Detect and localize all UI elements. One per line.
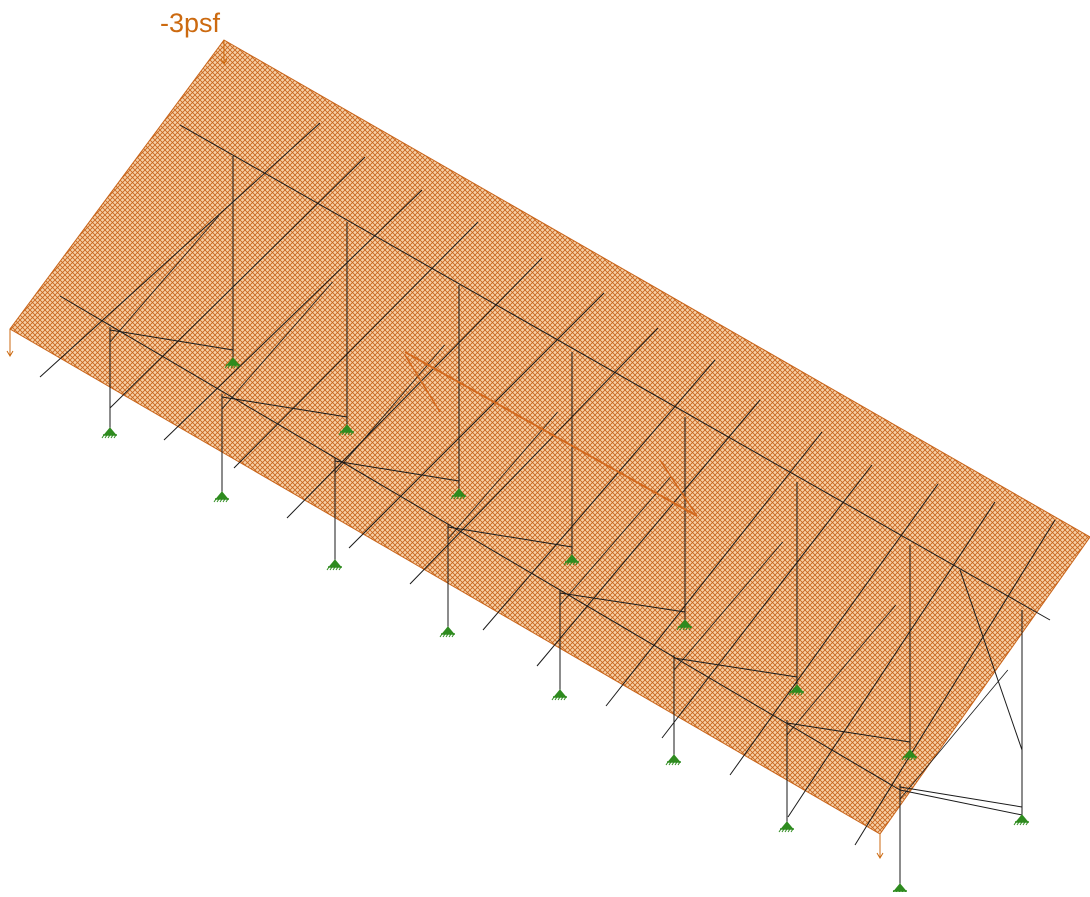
pinned-support-icon[interactable] (665, 754, 681, 766)
purlin-member[interactable] (409, 327, 659, 585)
purlin-member[interactable] (787, 501, 996, 818)
cross-brace[interactable] (447, 411, 558, 540)
down-arrow-icon (6, 329, 14, 357)
pinned-support-icon[interactable] (101, 427, 117, 439)
purlin-member[interactable] (729, 483, 939, 776)
purlin-member[interactable] (39, 122, 321, 378)
knee-brace[interactable] (109, 329, 234, 351)
cross-brace[interactable] (786, 604, 897, 736)
pinned-support-icon[interactable] (676, 619, 692, 631)
knee-brace[interactable] (221, 396, 348, 418)
cross-brace[interactable] (334, 344, 445, 474)
purlin-member[interactable] (286, 257, 543, 519)
down-arrow-icon (220, 40, 228, 65)
knee-brace[interactable] (899, 786, 1023, 808)
knee-brace[interactable] (447, 526, 573, 548)
load-value-label: -3psf (160, 8, 221, 38)
knee-brace[interactable] (334, 460, 460, 482)
pinned-support-icon[interactable] (338, 424, 354, 436)
cross-brace[interactable] (109, 215, 220, 343)
pinned-support-icon[interactable] (551, 689, 567, 701)
cross-brace[interactable] (899, 669, 1009, 800)
pinned-support-icon[interactable] (788, 684, 804, 696)
pinned-support-icon[interactable] (213, 491, 229, 503)
purlin-member[interactable] (536, 399, 761, 667)
cross-brace[interactable] (673, 541, 784, 671)
cross-brace[interactable] (221, 281, 333, 410)
end-brace[interactable] (959, 569, 1023, 751)
roof-load-surface[interactable] (9, 39, 1090, 835)
knee-brace[interactable] (786, 722, 911, 743)
knee-brace[interactable] (559, 592, 686, 613)
purlin-member[interactable] (233, 221, 479, 469)
pinned-support-icon[interactable] (563, 554, 579, 566)
pinned-support-icon[interactable] (1013, 814, 1029, 826)
cross-brace[interactable] (559, 476, 671, 606)
purlin-member[interactable] (163, 189, 423, 441)
pinned-support-icon[interactable] (901, 749, 917, 761)
down-arrow-icon (876, 834, 884, 859)
purlin-member[interactable] (605, 431, 823, 707)
pinned-support-icon[interactable] (439, 626, 455, 638)
selected-member-end[interactable] (659, 459, 698, 517)
purlin-member[interactable] (854, 519, 1056, 846)
purlin-member[interactable] (661, 464, 873, 739)
ridge-beam[interactable] (179, 124, 1051, 621)
pinned-support-icon[interactable] (326, 559, 342, 571)
pinned-support-icon[interactable] (450, 488, 466, 500)
selected-member-end[interactable] (404, 354, 441, 413)
knee-brace[interactable] (673, 657, 798, 678)
pinned-support-icon[interactable] (778, 821, 794, 833)
purlin-member[interactable] (348, 292, 605, 549)
pinned-support-icon[interactable] (224, 357, 240, 369)
eave-beam[interactable] (59, 295, 901, 791)
purlin-member[interactable] (482, 359, 716, 631)
purlin-member[interactable] (109, 156, 366, 409)
end-tie[interactable] (899, 789, 1023, 816)
pinned-support-icon[interactable] (891, 883, 907, 895)
selected-member[interactable] (404, 351, 698, 517)
